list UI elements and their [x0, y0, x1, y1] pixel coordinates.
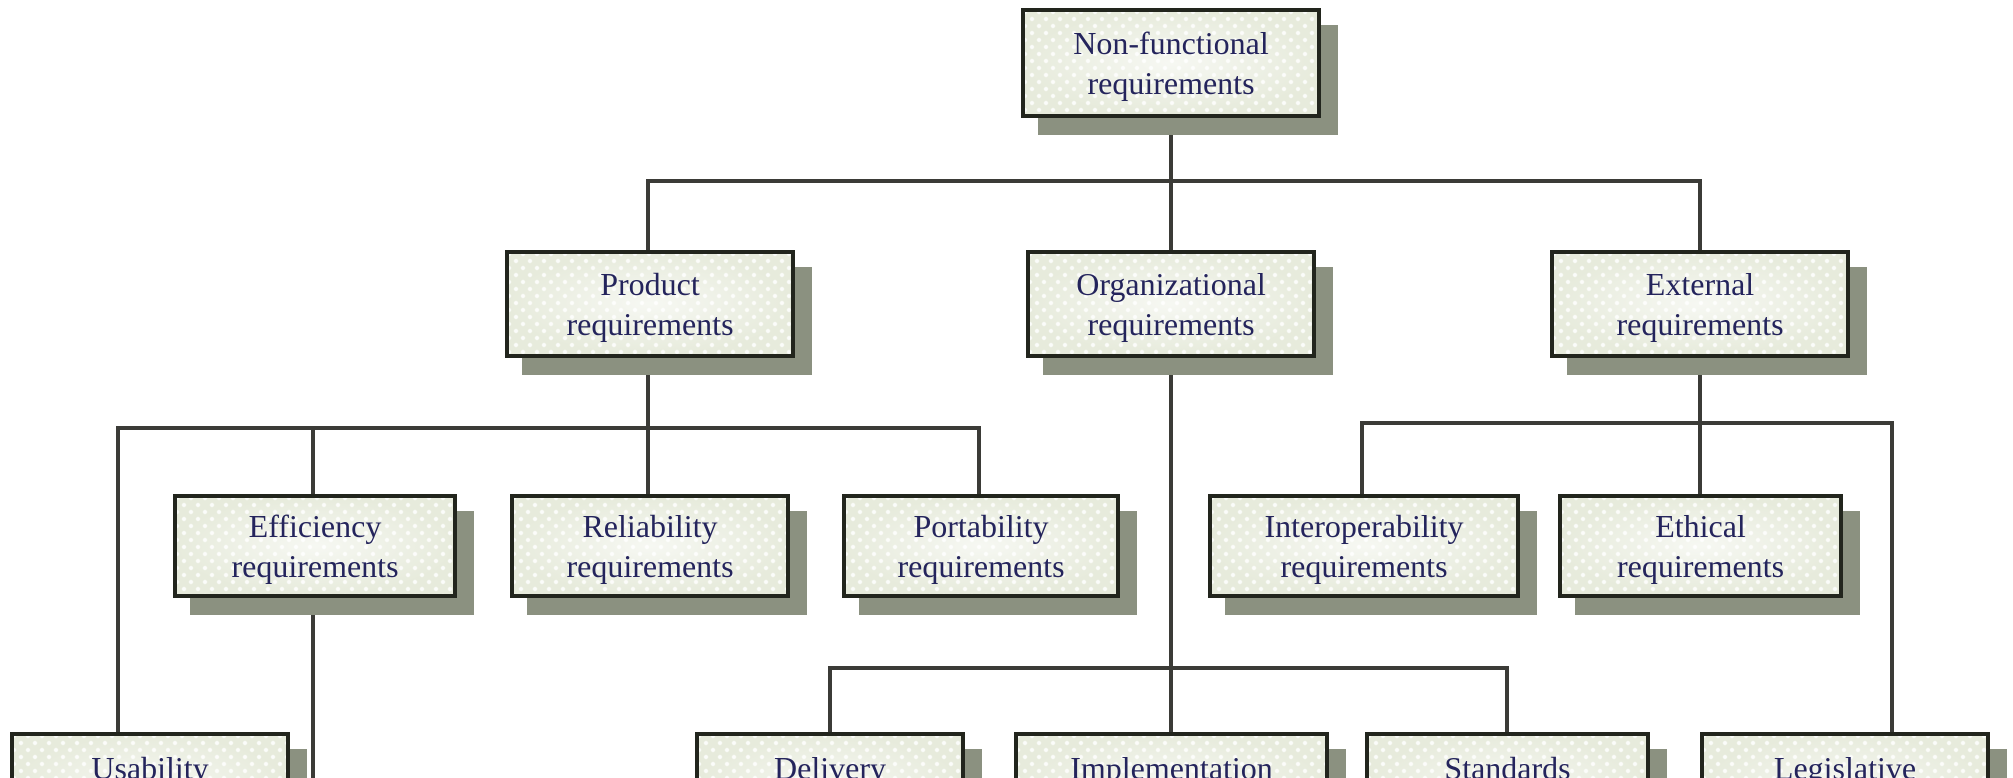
- node-label: External requirements: [1616, 266, 1784, 342]
- node-label: Non-functional requirements: [1073, 25, 1269, 101]
- connector-drop-efficiency: [311, 426, 315, 494]
- node-delivery: Delivery: [695, 732, 965, 778]
- node-label: Delivery: [774, 750, 886, 778]
- connector-drop-external: [1698, 179, 1702, 250]
- connector-drop-delivery: [828, 666, 832, 737]
- node-label: Portability requirements: [897, 508, 1065, 584]
- connector-root-organizational-implementation: [1169, 118, 1173, 737]
- node-label: Product requirements: [566, 266, 734, 342]
- node-product-requirements: Product requirements: [505, 250, 795, 358]
- connector-drop-product: [646, 179, 650, 250]
- connector-organizational-children-horizontal: [828, 666, 1509, 670]
- node-organizational-requirements: Organizational requirements: [1026, 250, 1316, 358]
- connector-efficiency-children-tail: [311, 598, 315, 778]
- connector-product-children-horizontal: [116, 426, 981, 430]
- node-standards: Standards: [1365, 732, 1650, 778]
- node-portability-requirements: Portability requirements: [842, 494, 1120, 598]
- connector-external-feed-ethical: [1698, 358, 1702, 494]
- node-reliability-requirements: Reliability requirements: [510, 494, 790, 598]
- connector-drop-standards: [1505, 666, 1509, 737]
- node-label: Organizational requirements: [1076, 266, 1266, 342]
- node-usability: Usability: [10, 732, 290, 778]
- node-non-functional-requirements: Non-functional requirements: [1021, 8, 1321, 118]
- connector-external-children-horizontal: [1360, 421, 1894, 425]
- node-ethical-requirements: Ethical requirements: [1558, 494, 1843, 598]
- node-implementation: Implementation: [1014, 732, 1329, 778]
- node-interoperability-requirements: Interoperability requirements: [1208, 494, 1520, 598]
- node-label: Standards: [1444, 750, 1571, 778]
- connector-level1-horizontal: [648, 179, 1702, 183]
- connector-drop-legislative: [1890, 421, 1894, 737]
- node-label: Efficiency requirements: [231, 508, 399, 584]
- node-efficiency-requirements: Efficiency requirements: [173, 494, 457, 598]
- node-label: Reliability requirements: [566, 508, 734, 584]
- node-label: Ethical requirements: [1616, 508, 1785, 584]
- node-label: Legislative: [1773, 750, 1917, 778]
- node-label: Interoperability requirements: [1264, 508, 1464, 584]
- node-external-requirements: External requirements: [1550, 250, 1850, 358]
- connector-drop-portability: [977, 426, 981, 494]
- connector-drop-interoperability: [1360, 421, 1364, 494]
- node-label: Implementation: [1070, 750, 1273, 778]
- node-label: Usability: [91, 750, 209, 778]
- connector-drop-usability: [116, 426, 120, 737]
- node-legislative: Legislative: [1700, 732, 1990, 778]
